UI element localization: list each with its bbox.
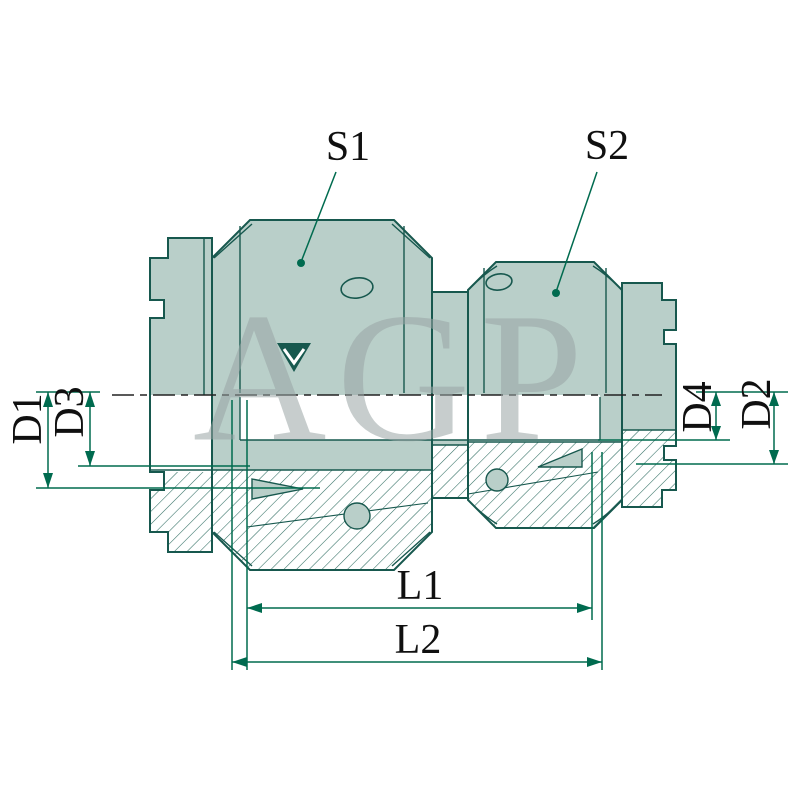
fitting-body-fills bbox=[150, 220, 676, 470]
leader-s2 bbox=[552, 171, 598, 297]
stamp-ellipse-right bbox=[485, 273, 513, 291]
leader-s1 bbox=[297, 171, 337, 267]
right-tube-end-outline bbox=[621, 282, 677, 508]
dimension-d3 bbox=[78, 392, 250, 467]
label-d1: D1 bbox=[5, 393, 51, 445]
label-s1: S1 bbox=[325, 124, 371, 170]
dimension-d2 bbox=[636, 392, 788, 465]
left-hex-nut-outline bbox=[211, 219, 433, 571]
dimension-l2 bbox=[231, 400, 603, 670]
dimension-d4 bbox=[598, 391, 788, 441]
label-l2: L2 bbox=[394, 617, 442, 663]
left-tube-end-outline bbox=[149, 237, 213, 553]
cutting-ring-ball-right bbox=[485, 468, 509, 492]
detail-lines bbox=[150, 223, 676, 567]
label-d3: D3 bbox=[47, 386, 93, 438]
manufacturer-logo-icon bbox=[277, 343, 311, 372]
label-s2: S2 bbox=[584, 123, 630, 169]
label-l1: L1 bbox=[396, 563, 444, 609]
dimension-l1 bbox=[246, 400, 593, 670]
stamp-ellipse-left bbox=[340, 277, 374, 299]
cutting-ring-ball-left bbox=[343, 502, 371, 530]
label-d2: D2 bbox=[734, 378, 780, 430]
section-internal-details bbox=[246, 447, 599, 530]
label-d4: D4 bbox=[675, 381, 721, 433]
